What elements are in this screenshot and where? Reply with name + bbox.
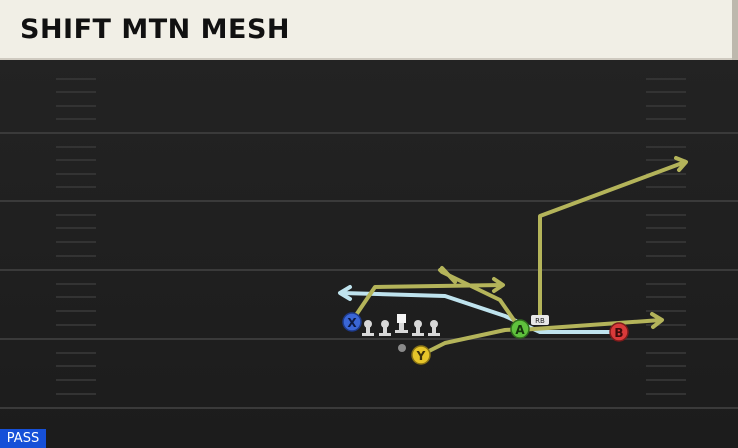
center-icon	[395, 314, 408, 333]
play-type-badge: PASS	[0, 429, 46, 448]
mesh-route	[438, 268, 520, 328]
rb-label: RB	[535, 317, 545, 325]
lineman-icon	[428, 320, 440, 336]
lineman-icon	[412, 320, 424, 336]
x-button-icon[interactable]: X	[342, 312, 362, 332]
a-label: A	[515, 323, 525, 337]
a-button-icon[interactable]: A	[510, 319, 530, 339]
x-route	[350, 283, 504, 323]
play-title: SHIFT MTN MESH	[20, 14, 290, 45]
motion-route	[338, 285, 612, 334]
title-bar: SHIFT MTN MESH	[0, 0, 738, 60]
y-label: Y	[416, 349, 426, 363]
a-route	[518, 318, 663, 332]
rb-route	[538, 160, 687, 322]
hash-marks-right	[646, 78, 686, 395]
y-route	[419, 327, 524, 357]
b-button-icon[interactable]: B	[609, 322, 629, 342]
quarterback-icon	[398, 344, 406, 352]
yard-lines	[0, 132, 738, 409]
offensive-line	[362, 314, 440, 336]
y-button-icon[interactable]: Y	[411, 345, 431, 365]
lineman-icon	[362, 320, 374, 336]
b-label: B	[614, 326, 623, 340]
rb-marker: RB	[531, 315, 549, 325]
lineman-icon	[379, 320, 391, 336]
hash-marks-left	[56, 78, 96, 395]
routes	[350, 156, 688, 357]
x-label: X	[347, 316, 357, 330]
